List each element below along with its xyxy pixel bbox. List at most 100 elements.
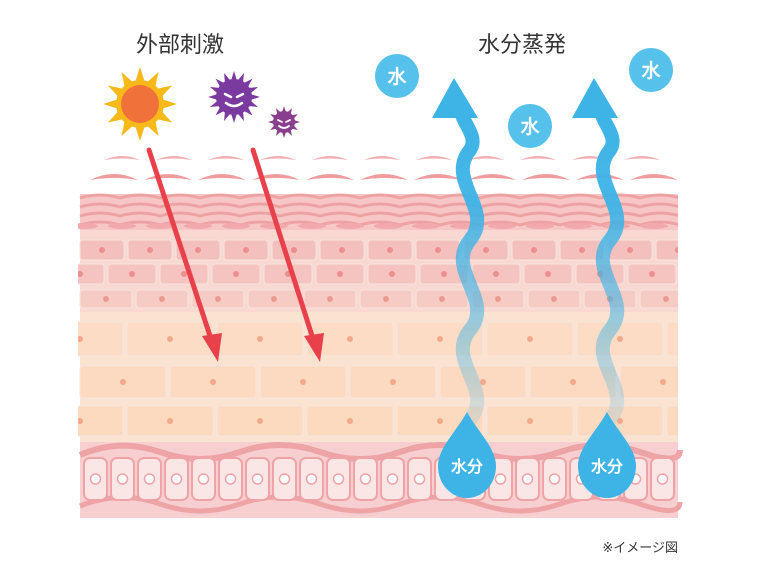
cell-nucleus <box>527 336 533 342</box>
cell-nucleus <box>78 418 83 424</box>
surface-flake <box>306 174 354 180</box>
cell-nucleus <box>257 336 263 342</box>
water-drop-label-2: 水分 <box>591 457 623 476</box>
corneum-flake <box>336 223 364 229</box>
cell-nucleus <box>483 247 489 253</box>
cell-nucleus <box>78 271 83 277</box>
skin-cell <box>78 321 124 357</box>
cell-nucleus <box>437 336 443 342</box>
water-streams <box>432 78 625 427</box>
germ-spike <box>282 131 286 138</box>
germ-spike <box>230 112 238 123</box>
corneum-flake <box>146 223 174 229</box>
cell-nucleus <box>660 379 666 385</box>
cell-nucleus <box>707 336 713 342</box>
basal-nucleus <box>332 473 345 485</box>
basal-nucleus <box>548 473 561 485</box>
basal-nucleus <box>521 473 534 485</box>
germ-icon <box>208 71 260 123</box>
sun-ray <box>135 67 145 81</box>
cell-nucleus <box>181 271 187 277</box>
water-bubble-label-3: 水 <box>641 60 661 82</box>
basal-nucleus <box>359 473 372 485</box>
cell-nucleus <box>387 247 393 253</box>
basal-nucleus <box>143 473 156 485</box>
sun-ray <box>148 71 159 86</box>
germ-spike <box>268 120 275 124</box>
stimulus-arrows <box>146 147 324 362</box>
cell-nucleus <box>300 379 306 385</box>
cell-nucleus <box>233 271 239 277</box>
surface-flake <box>630 174 678 180</box>
cell-nucleus <box>675 247 678 253</box>
basal-nucleus <box>386 473 399 485</box>
surface-flake <box>156 156 192 160</box>
cell-nucleus <box>337 271 343 277</box>
surface-flake <box>624 156 660 160</box>
cell-nucleus <box>129 271 135 277</box>
cell-nucleus <box>480 379 486 385</box>
water-drop-label-1: 水分 <box>451 457 483 476</box>
corneum-flake <box>78 223 98 229</box>
basal-nucleus <box>413 473 426 485</box>
skin-cells <box>78 239 728 437</box>
surface-flake <box>522 174 570 180</box>
cell-nucleus <box>257 418 263 424</box>
surface-flake <box>312 156 348 160</box>
cell-nucleus <box>327 296 333 302</box>
cell-nucleus <box>527 418 533 424</box>
surface-flake <box>360 174 408 180</box>
cell-nucleus <box>167 336 173 342</box>
sun-ray <box>107 85 122 96</box>
sun-ray <box>148 122 159 137</box>
skin-cell <box>78 405 124 437</box>
surface-flake <box>198 174 246 180</box>
cell-nucleus <box>437 418 443 424</box>
germ-spike <box>282 106 286 113</box>
cell-nucleus <box>147 247 153 253</box>
basal-nucleus <box>251 473 264 485</box>
corneum-flake <box>412 223 440 229</box>
water-bubble-1: 水 <box>375 54 419 98</box>
germ-spike <box>230 71 238 82</box>
sun-ray <box>107 112 122 123</box>
corneum-flake <box>374 223 402 229</box>
sun-ray <box>158 112 173 123</box>
surface-flake <box>104 156 140 160</box>
sun-ray <box>158 85 173 96</box>
stimulus-arrowhead-1 <box>202 333 222 362</box>
cell-nucleus <box>390 379 396 385</box>
water-stream-1 <box>454 101 485 427</box>
label-moisture-evaporation: 水分蒸発 <box>478 33 566 58</box>
cell-nucleus <box>159 296 165 302</box>
cell-nucleus <box>495 296 501 302</box>
cell-nucleus <box>339 247 345 253</box>
stimulus-arrowhead-2 <box>304 333 324 362</box>
sun-ray <box>121 122 132 137</box>
surface-flake <box>364 156 400 160</box>
cell-nucleus <box>383 296 389 302</box>
corneum-flake <box>526 223 554 229</box>
surface-flake <box>260 156 296 160</box>
cell-nucleus <box>570 379 576 385</box>
surface-flakes <box>90 156 678 180</box>
skin-cell <box>639 289 678 309</box>
basal-nucleus <box>305 473 318 485</box>
stimulus-arrow-1 <box>146 147 215 345</box>
cell-nucleus <box>195 247 201 253</box>
basal-nucleus <box>656 473 669 485</box>
skin-cell <box>680 264 728 284</box>
water-stream-2 <box>594 101 625 427</box>
basal-nucleus <box>494 473 507 485</box>
germ-spike <box>249 93 260 101</box>
stimulus-arrow-2 <box>250 147 317 345</box>
label-image-note: ※イメージ図 <box>602 541 678 556</box>
corneum-flake <box>564 223 592 229</box>
germ-icon-small <box>268 106 300 138</box>
basal-nucleus <box>89 473 102 485</box>
skin-cell <box>666 405 678 437</box>
cell-nucleus <box>441 271 447 277</box>
cell-nucleus <box>271 296 277 302</box>
corneum-flake <box>488 223 516 229</box>
